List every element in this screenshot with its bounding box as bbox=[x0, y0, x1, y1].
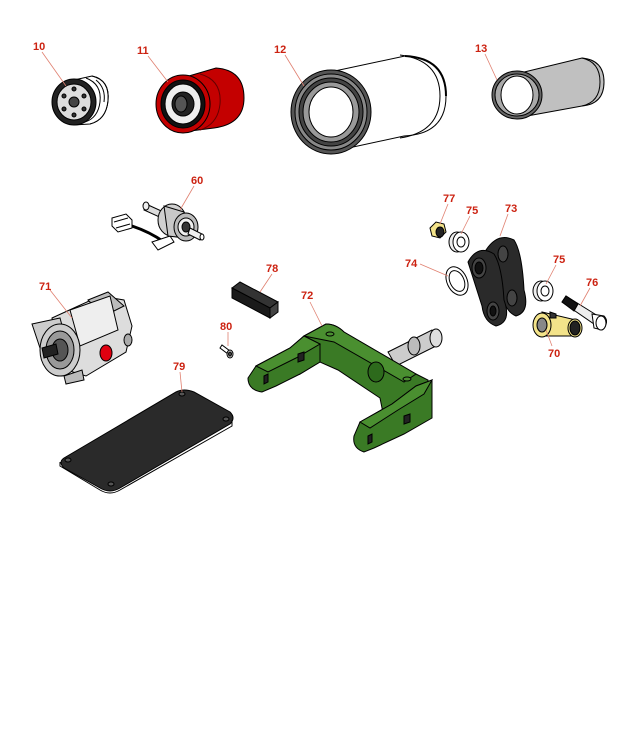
link-arm-drawing bbox=[467, 237, 527, 327]
leader-line-73 bbox=[499, 213, 509, 237]
callout-71: 71 bbox=[39, 281, 51, 293]
leader-line-74 bbox=[419, 263, 449, 277]
callout-75-upper: 75 bbox=[466, 205, 478, 217]
cover-plate-drawing bbox=[59, 389, 234, 494]
leader-line-11 bbox=[147, 55, 169, 83]
callout-10: 10 bbox=[33, 41, 45, 53]
screw-drawing bbox=[219, 344, 234, 359]
air-filter-inner-drawing bbox=[491, 57, 605, 120]
fuel-filter-drawing bbox=[155, 67, 245, 134]
leader-line-13 bbox=[484, 53, 498, 81]
callout-72: 72 bbox=[301, 290, 313, 302]
callout-73: 73 bbox=[505, 203, 517, 215]
callout-77: 77 bbox=[443, 193, 455, 205]
leader-line-78 bbox=[259, 273, 273, 293]
hydraulic-pump-drawing bbox=[31, 291, 133, 385]
leader-line-75-upper bbox=[460, 215, 471, 235]
leader-line-76 bbox=[579, 287, 591, 307]
leader-lines bbox=[41, 51, 591, 393]
leader-line-60 bbox=[179, 185, 195, 211]
leader-line-71 bbox=[49, 289, 73, 319]
bolt-drawing bbox=[561, 295, 608, 331]
callout-70: 70 bbox=[548, 348, 560, 360]
washer-upper-drawing bbox=[448, 231, 470, 253]
washer-lower-drawing bbox=[532, 280, 554, 302]
callout-13: 13 bbox=[475, 43, 487, 55]
leader-line-72 bbox=[309, 301, 323, 327]
o-ring-drawing bbox=[445, 266, 469, 296]
callout-74: 74 bbox=[405, 258, 418, 270]
yoke-drawing bbox=[247, 323, 443, 453]
bushing-drawing bbox=[532, 311, 583, 338]
leader-line-12 bbox=[284, 54, 305, 87]
oil-filter-drawing bbox=[51, 75, 109, 126]
callout-60: 60 bbox=[191, 175, 203, 187]
leader-line-79 bbox=[179, 371, 183, 393]
leader-line-75-lower bbox=[545, 264, 557, 285]
callout-79: 79 bbox=[173, 361, 185, 373]
callout-11: 11 bbox=[137, 45, 149, 57]
air-filter-outer-drawing bbox=[290, 54, 447, 155]
callout-76: 76 bbox=[586, 277, 598, 289]
callout-12: 12 bbox=[274, 44, 286, 56]
fuel-pump-drawing bbox=[111, 201, 205, 251]
leader-line-10 bbox=[41, 51, 67, 87]
callout-labels: 10 11 12 13 60 77 75 73 74 75 76 70 71 7… bbox=[33, 41, 598, 373]
callout-78: 78 bbox=[266, 263, 278, 275]
leader-line-77 bbox=[439, 203, 449, 225]
callout-75-lower: 75 bbox=[553, 254, 565, 266]
leader-line-70 bbox=[545, 329, 553, 347]
spacer-block-drawing bbox=[231, 281, 279, 319]
nut-drawing bbox=[429, 221, 447, 239]
callout-80: 80 bbox=[220, 321, 232, 333]
